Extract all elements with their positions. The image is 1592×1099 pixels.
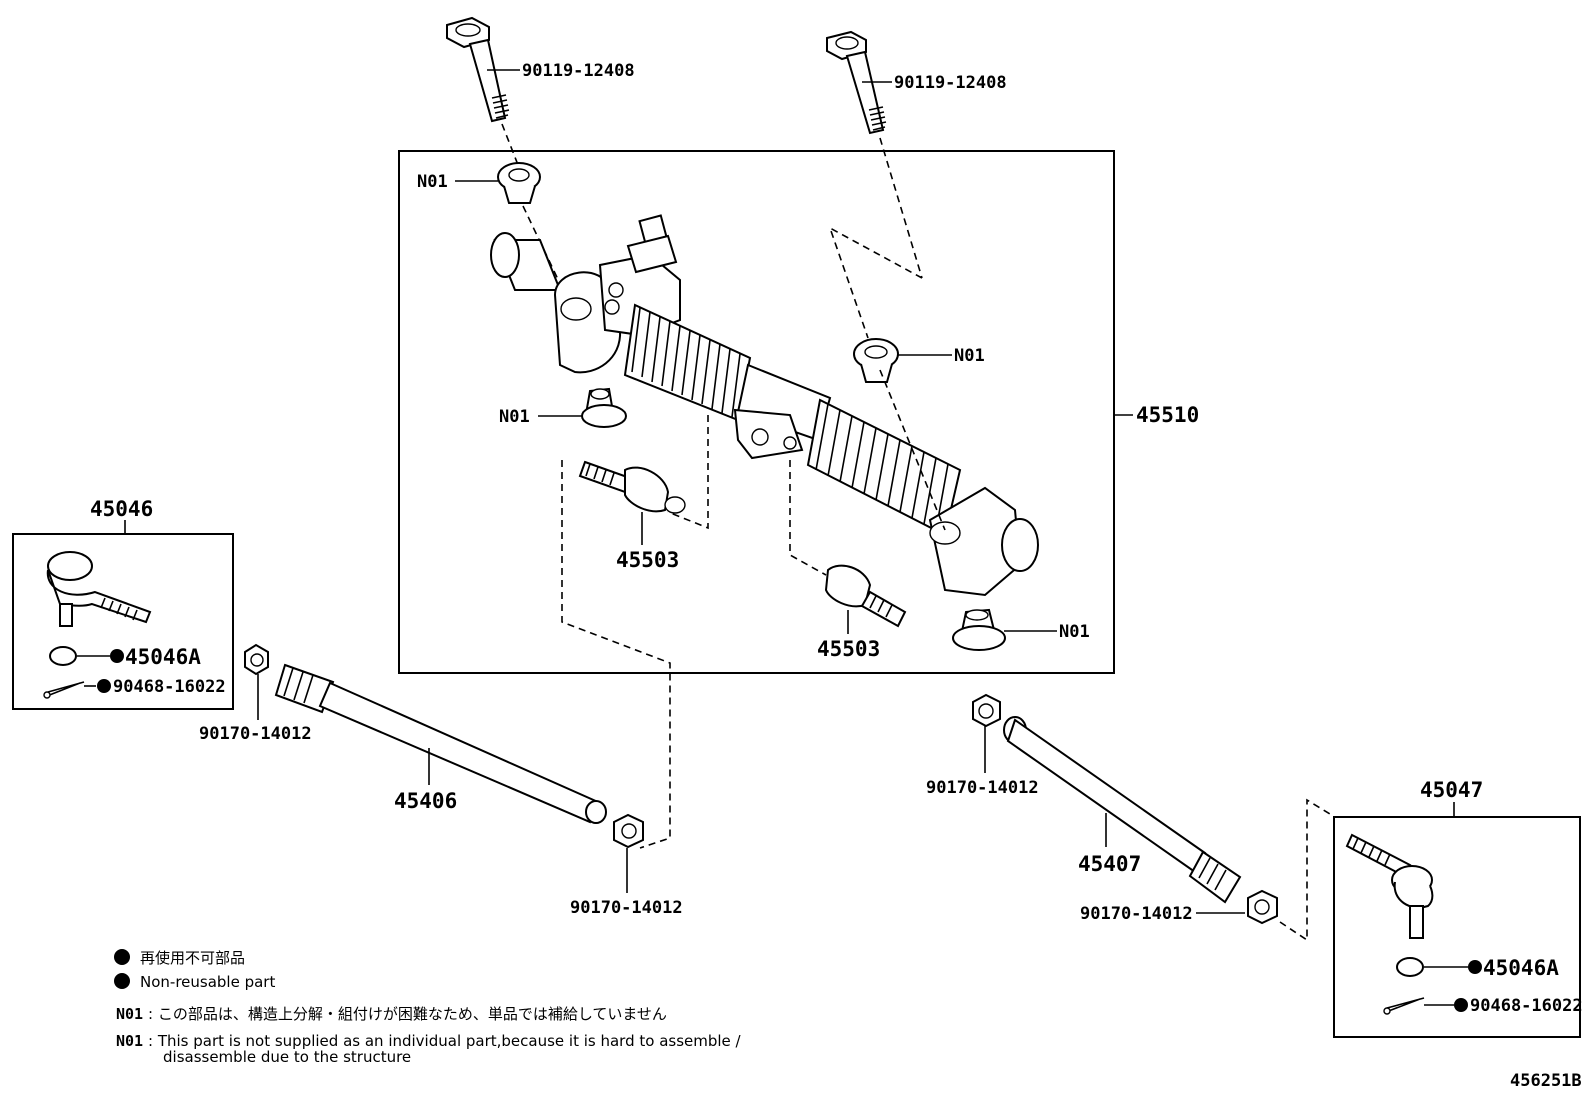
nut-left[interactable]	[49, 646, 77, 666]
grommet-n01-c[interactable]	[581, 387, 627, 428]
non-reusable-marker	[110, 649, 124, 663]
jam-nut-2[interactable]	[613, 813, 644, 849]
part-label-90170-1[interactable]: 90170-14012	[199, 724, 312, 744]
legend-n01-jp: : この部品は、構造上分解・組付けが困難なため、単品では補給していません	[148, 1005, 667, 1023]
legend-n01-en-1: : This part is not supplied as an indivi…	[148, 1032, 742, 1050]
part-label-n01-d[interactable]: N01	[1059, 622, 1090, 642]
part-label-bolt-left[interactable]: 90119-12408	[522, 61, 635, 81]
jam-nut-1[interactable]	[244, 643, 269, 676]
inner-end-left[interactable]	[578, 460, 686, 514]
bolt-right[interactable]	[826, 30, 887, 135]
nut-right[interactable]	[1396, 957, 1424, 977]
grommet-n01-b[interactable]	[853, 338, 899, 383]
legend-bullet-en: Non-reusable part	[140, 973, 275, 991]
part-label-n01-b[interactable]: N01	[954, 346, 985, 366]
inner-end-right[interactable]	[824, 564, 907, 628]
tie-rod-end-left-box	[12, 533, 234, 710]
cotter-pin-right[interactable]	[1383, 997, 1425, 1015]
part-label-45406[interactable]: 45406	[394, 789, 457, 813]
grommet-n01-a[interactable]	[497, 162, 541, 204]
part-label-90170-4[interactable]: 90170-14012	[1080, 904, 1193, 924]
part-label-45510[interactable]: 45510	[1136, 403, 1199, 427]
non-reusable-marker	[1468, 960, 1482, 974]
jam-nut-3[interactable]	[972, 693, 1001, 728]
bolt-left[interactable]	[446, 16, 510, 123]
tie-rod-right[interactable]	[1003, 716, 1242, 904]
tie-rod-left[interactable]	[274, 663, 607, 824]
part-label-45046A-left[interactable]: 45046A	[125, 645, 201, 669]
tie-rod-end-left[interactable]	[46, 551, 152, 627]
legend-n01-key-1: N01	[116, 1005, 143, 1023]
jam-nut-4[interactable]	[1247, 889, 1278, 925]
legend-n01-key-2: N01	[116, 1032, 143, 1050]
legend-n01-en-2: disassemble due to the structure	[163, 1048, 411, 1066]
part-label-90170-3[interactable]: 90170-14012	[926, 778, 1039, 798]
part-label-90468-right[interactable]: 90468-16022	[1470, 996, 1583, 1016]
part-label-45503-right[interactable]: 45503	[817, 637, 880, 661]
part-label-45046A-right[interactable]: 45046A	[1483, 956, 1559, 980]
rack-housing[interactable]	[490, 214, 1039, 597]
tie-rod-end-right[interactable]	[1345, 833, 1434, 939]
part-label-n01-a[interactable]: N01	[417, 172, 448, 192]
non-reusable-marker	[1454, 998, 1468, 1012]
rack-assembly-box	[398, 150, 1115, 674]
part-label-45047[interactable]: 45047	[1420, 778, 1483, 802]
part-label-45046[interactable]: 45046	[90, 497, 153, 521]
part-label-90468-left[interactable]: 90468-16022	[113, 677, 226, 697]
non-reusable-marker	[97, 679, 111, 693]
part-label-45407[interactable]: 45407	[1078, 852, 1141, 876]
part-label-90170-2[interactable]: 90170-14012	[570, 898, 683, 918]
cotter-pin-left[interactable]	[43, 681, 85, 699]
legend-bullet-icon	[114, 949, 130, 965]
grommet-n01-d[interactable]	[952, 608, 1006, 651]
legend-bullet-icon	[114, 973, 130, 989]
diagram-id: 456251B	[1510, 1071, 1582, 1091]
part-label-bolt-right[interactable]: 90119-12408	[894, 73, 1007, 93]
tie-rod-end-right-box	[1333, 816, 1581, 1038]
part-label-n01-c[interactable]: N01	[499, 407, 530, 427]
part-label-45503-left[interactable]: 45503	[616, 548, 679, 572]
legend-bullet-jp: 再使用不可部品	[140, 949, 245, 967]
